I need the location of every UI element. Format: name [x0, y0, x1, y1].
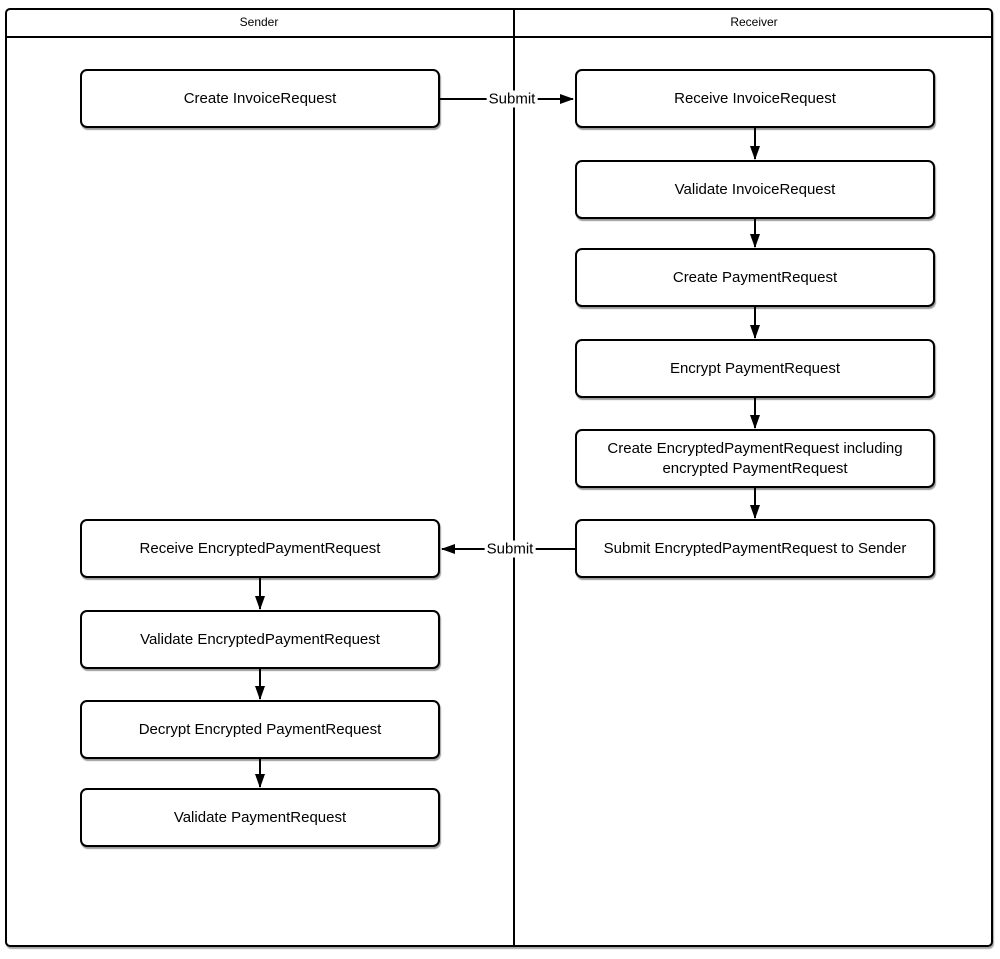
node-receive-invoicerequest: Receive InvoiceRequest [575, 69, 935, 128]
node-encrypt-paymentrequest: Encrypt PaymentRequest [575, 339, 935, 398]
lane-header-separator [5, 36, 993, 38]
lane-title-sender: Sender [239, 15, 279, 29]
diagram-frame [5, 8, 993, 947]
node-receive-encryptedpaymentrequest: Receive EncryptedPaymentRequest [80, 519, 440, 578]
label-submit-invoicerequest: Submit [486, 90, 538, 108]
lane-divider [513, 8, 515, 947]
node-validate-invoicerequest: Validate InvoiceRequest [575, 160, 935, 219]
node-create-paymentrequest: Create PaymentRequest [575, 248, 935, 307]
lane-title-receiver: Receiver [730, 15, 778, 29]
node-validate-encryptedpaymentrequest: Validate EncryptedPaymentRequest [80, 610, 440, 669]
node-validate-paymentrequest: Validate PaymentRequest [80, 788, 440, 847]
label-submit-encryptedpaymentrequest: Submit [484, 540, 536, 558]
node-submit-encryptedpaymentrequest-sender: Submit EncryptedPaymentRequest to Sender [575, 519, 935, 578]
node-decrypt-encrypted-paymentrequest: Decrypt Encrypted PaymentRequest [80, 700, 440, 759]
node-create-encryptedpaymentrequest: Create EncryptedPaymentRequest including… [575, 429, 935, 488]
node-create-invoicerequest: Create InvoiceRequest [80, 69, 440, 128]
